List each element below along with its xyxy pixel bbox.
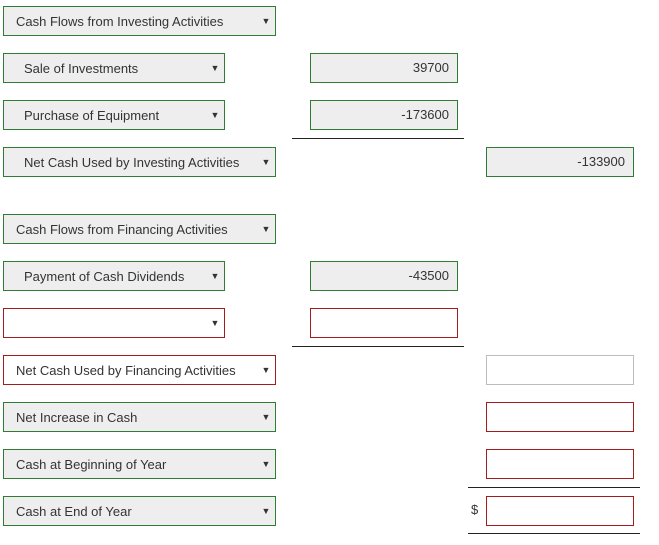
blank-account-select[interactable]: ▼ — [3, 308, 225, 338]
net-financing-label: Net Cash Used by Financing Activities — [16, 362, 236, 378]
chevron-down-icon: ▼ — [261, 224, 271, 234]
cash-end-amount[interactable] — [486, 496, 634, 526]
blank-account-amount[interactable] — [310, 308, 458, 338]
net-increase-amount[interactable] — [486, 402, 634, 432]
sale-investments-label: Sale of Investments — [24, 60, 139, 76]
purchase-equipment-label: Purchase of Equipment — [24, 107, 160, 123]
chevron-down-icon: ▼ — [210, 110, 220, 120]
total-double-rule — [468, 533, 640, 534]
chevron-down-icon: ▼ — [210, 63, 220, 73]
chevron-down-icon: ▼ — [261, 506, 271, 516]
cash-end-label: Cash at End of Year — [16, 503, 132, 519]
chevron-down-icon: ▼ — [261, 412, 271, 422]
sale-investments-select[interactable]: Sale of Investments ▼ — [3, 53, 225, 83]
cash-beginning-label: Cash at Beginning of Year — [16, 456, 167, 472]
net-increase-label: Net Increase in Cash — [16, 409, 138, 425]
sale-investments-amount[interactable]: 39700 — [310, 53, 458, 83]
purchase-equipment-select[interactable]: Purchase of Equipment ▼ — [3, 100, 225, 130]
chevron-down-icon: ▼ — [261, 459, 271, 469]
payment-dividends-select[interactable]: Payment of Cash Dividends ▼ — [3, 261, 225, 291]
currency-symbol: $ — [471, 502, 479, 517]
investing-header-label: Cash Flows from Investing Activities — [16, 13, 224, 29]
net-investing-select[interactable]: Net Cash Used by Investing Activities ▼ — [3, 147, 276, 177]
purchase-equipment-amount[interactable]: -173600 — [310, 100, 458, 130]
cash-beginning-amount[interactable] — [486, 449, 634, 479]
financing-header-label: Cash Flows from Financing Activities — [16, 221, 228, 237]
chevron-down-icon: ▼ — [261, 157, 271, 167]
payment-dividends-label: Payment of Cash Dividends — [24, 268, 185, 284]
chevron-down-icon: ▼ — [210, 271, 220, 281]
subtotal-rule-financing — [292, 346, 464, 347]
cash-end-select[interactable]: Cash at End of Year ▼ — [3, 496, 276, 526]
total-rule-top — [468, 487, 640, 488]
payment-dividends-amount[interactable]: -43500 — [310, 261, 458, 291]
chevron-down-icon: ▼ — [210, 318, 220, 328]
net-financing-select[interactable]: Net Cash Used by Financing Activities ▼ — [3, 355, 276, 385]
net-investing-label: Net Cash Used by Investing Activities — [24, 154, 240, 170]
cash-beginning-select[interactable]: Cash at Beginning of Year ▼ — [3, 449, 276, 479]
subtotal-rule-investing — [292, 138, 464, 139]
financing-header-select[interactable]: Cash Flows from Financing Activities ▼ — [3, 214, 276, 244]
investing-header-select[interactable]: Cash Flows from Investing Activities ▼ — [3, 6, 276, 36]
net-investing-amount[interactable]: -133900 — [486, 147, 634, 177]
net-increase-select[interactable]: Net Increase in Cash ▼ — [3, 402, 276, 432]
net-financing-amount[interactable] — [486, 355, 634, 385]
chevron-down-icon: ▼ — [261, 16, 271, 26]
chevron-down-icon: ▼ — [261, 365, 271, 375]
